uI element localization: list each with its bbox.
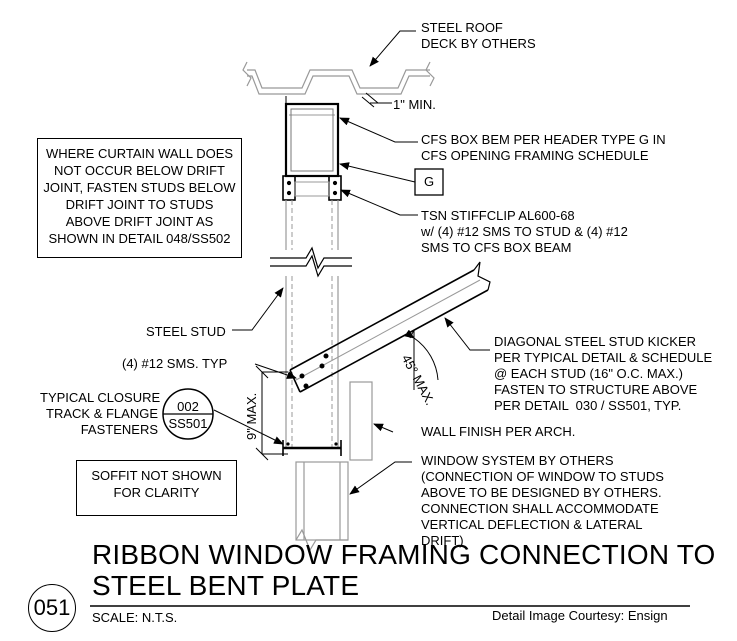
title-line-2: STEEL BENT PLATE (92, 570, 360, 601)
roof-deck-label: STEEL ROOF DECK BY OTHERS (421, 20, 536, 51)
window-system (295, 461, 349, 552)
steel-stud (270, 200, 352, 456)
kicker-label: DIAGONAL STEEL STUD KICKER PER TYPICAL D… (494, 334, 713, 413)
nine-max-label: 9" MAX. (244, 392, 259, 440)
scale-label: SCALE: N.T.S. (92, 610, 178, 625)
detail-number: 051 (28, 584, 76, 632)
angle-dimension (404, 329, 439, 390)
nine-inch-dimension (255, 365, 288, 461)
cfs-box-beam (284, 102, 340, 178)
wall-finish (349, 381, 373, 461)
min-gap-label: 1" MIN. (393, 97, 436, 112)
stiffclip (282, 175, 342, 201)
closure-label: TYPICAL CLOSURE TRACK & FLANGE FASTENERS (40, 390, 161, 437)
type-tag: G (423, 174, 435, 189)
detail-ref-number: 002 (177, 399, 199, 414)
stiffclip-label: TSN STIFFCLIP AL600-68 w/ (4) #12 SMS TO… (421, 208, 628, 255)
roof-deck (242, 61, 435, 95)
image-credit: Detail Image Courtesy: Ensign (492, 608, 668, 623)
sms-typ-label: (4) #12 SMS. TYP (122, 356, 228, 371)
detail-ref-sheet: SS501 (168, 416, 208, 431)
min-gap-dimension (285, 92, 392, 108)
box-beam-label: CFS BOX BEM PER HEADER TYPE G IN CFS OPE… (421, 132, 666, 163)
leader-lines (213, 30, 490, 495)
detail-reference-bubble (162, 388, 214, 440)
wall-finish-label: WALL FINISH PER ARCH. (421, 424, 576, 439)
steel-stud-label: STEEL STUD (146, 324, 226, 339)
window-system-label: WINDOW SYSTEM BY OTHERS (CONNECTION OF W… (421, 453, 664, 548)
diagonal-kicker (289, 261, 491, 393)
drift-joint-note: WHERE CURTAIN WALL DOES NOT OCCUR BELOW … (37, 138, 242, 258)
soffit-note: SOFFIT NOT SHOWN FOR CLARITY (76, 460, 237, 516)
title-line-1: RIBBON WINDOW FRAMING CONNECTION TO (92, 539, 716, 570)
